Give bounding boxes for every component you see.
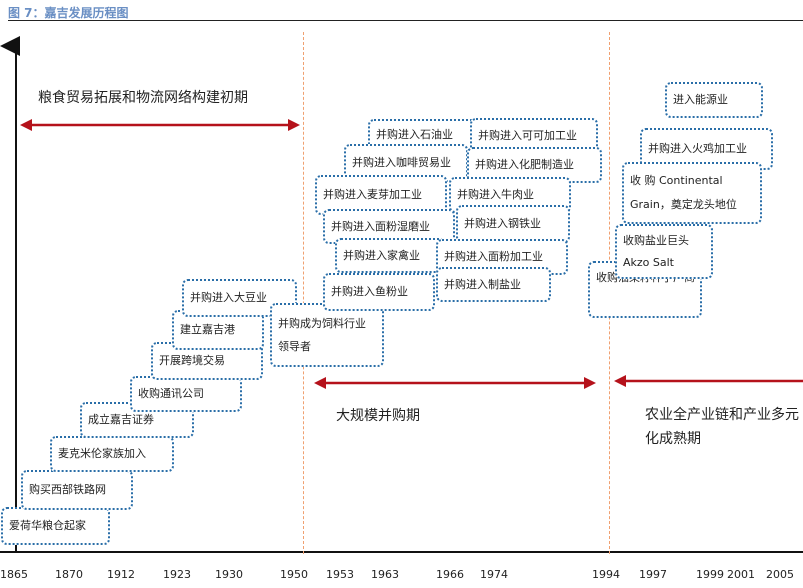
event-box-salt: 并购进入制盐业 [436, 267, 551, 302]
year-tick-1950: 1950 [280, 568, 308, 581]
year-tick-1865: 1865 [0, 568, 28, 581]
period-2-arrow-left-head [314, 377, 326, 389]
event-box-akzo-salt: 收购盐业巨头 Akzo Salt [615, 224, 713, 279]
year-tick-1870: 1870 [55, 568, 83, 581]
event-box-continental-grain: 收 购 Continental Grain，奠定龙头地位 [622, 162, 762, 224]
period-1-arrow-left-head [20, 119, 32, 131]
period-3-arrow-left-head [614, 375, 626, 387]
event-box-poultry: 并购进入家禽业 [335, 238, 445, 273]
period-1-arrow-right-head [288, 119, 300, 131]
year-tick-1953: 1953 [326, 568, 354, 581]
event-box-feed-leader: 并购成为饲料行业领导者 [270, 303, 384, 367]
figure-title: 图 7：嘉吉发展历程图 [8, 6, 129, 20]
year-tick-1966: 1966 [436, 568, 464, 581]
year-tick-2005: 2005 [766, 568, 794, 581]
period-label-3: 农业全产业链和产业多元化成熟期 [645, 407, 799, 447]
year-tick-1963: 1963 [371, 568, 399, 581]
event-box-steel: 并购进入钢铁业 [456, 205, 570, 243]
year-tick-2001: 2001 [727, 568, 755, 581]
event-box-fishmeal: 并购进入鱼粉业 [323, 273, 435, 311]
year-tick-1912: 1912 [107, 568, 135, 581]
period-2-arrow-right-head [584, 377, 596, 389]
event-box-1912: 麦克米伦家族加入 [50, 436, 174, 472]
year-tick-1994: 1994 [592, 568, 620, 581]
period-label-2: 大规模并购期 [336, 408, 420, 424]
title-rule [8, 20, 803, 21]
year-tick-1923: 1923 [163, 568, 191, 581]
event-box-1865: 爱荷华粮仓起家 [1, 507, 110, 545]
event-box-energy: 进入能源业 [665, 82, 763, 118]
period-label-1: 粮食贸易拓展和物流网络构建初期 [38, 90, 248, 106]
event-box-communications: 收购通讯公司 [130, 376, 242, 412]
event-box-1870: 购买西部铁路网 [21, 470, 133, 510]
divider-1950 [303, 32, 304, 554]
year-tick-1974: 1974 [480, 568, 508, 581]
year-tick-1930: 1930 [215, 568, 243, 581]
year-tick-1999: 1999 [696, 568, 724, 581]
year-tick-1997: 1997 [639, 568, 667, 581]
